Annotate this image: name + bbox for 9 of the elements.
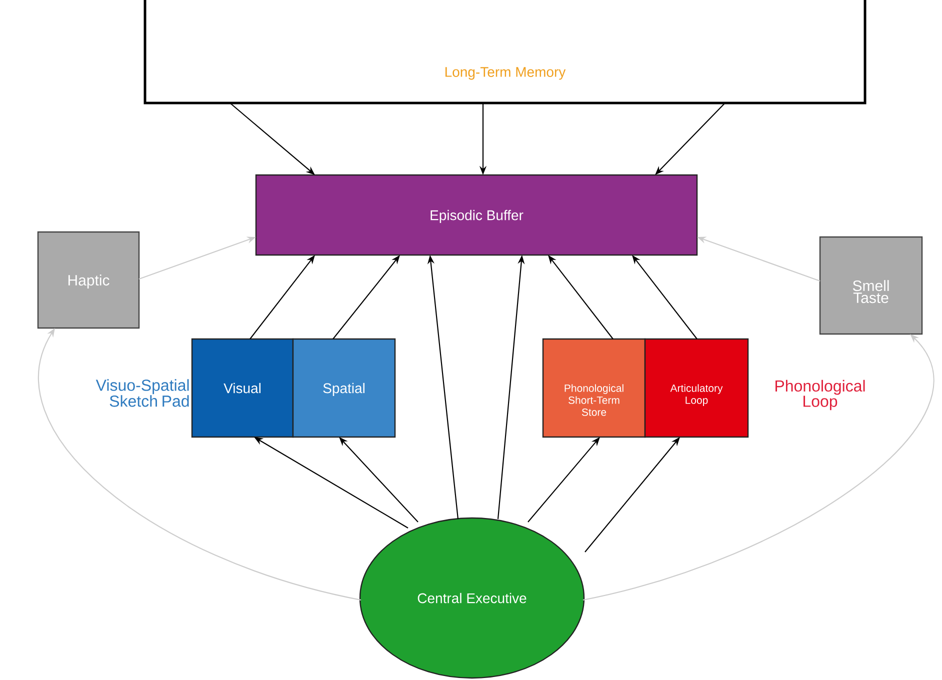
component-box: Articulatory Loop (644, 338, 749, 438)
buffer-box: Episodic Buffer (255, 174, 698, 256)
component-box: Spatial (292, 338, 396, 438)
sense-box: Haptic (37, 231, 140, 329)
sense-box: Smell Taste (819, 236, 923, 335)
component-box: Visual (191, 338, 294, 438)
component-box: Phonological Short-Term Store (542, 338, 646, 438)
group-label: Phonological Loop (776, 380, 865, 410)
memory-box: Long-Term Memory (144, 0, 866, 104)
